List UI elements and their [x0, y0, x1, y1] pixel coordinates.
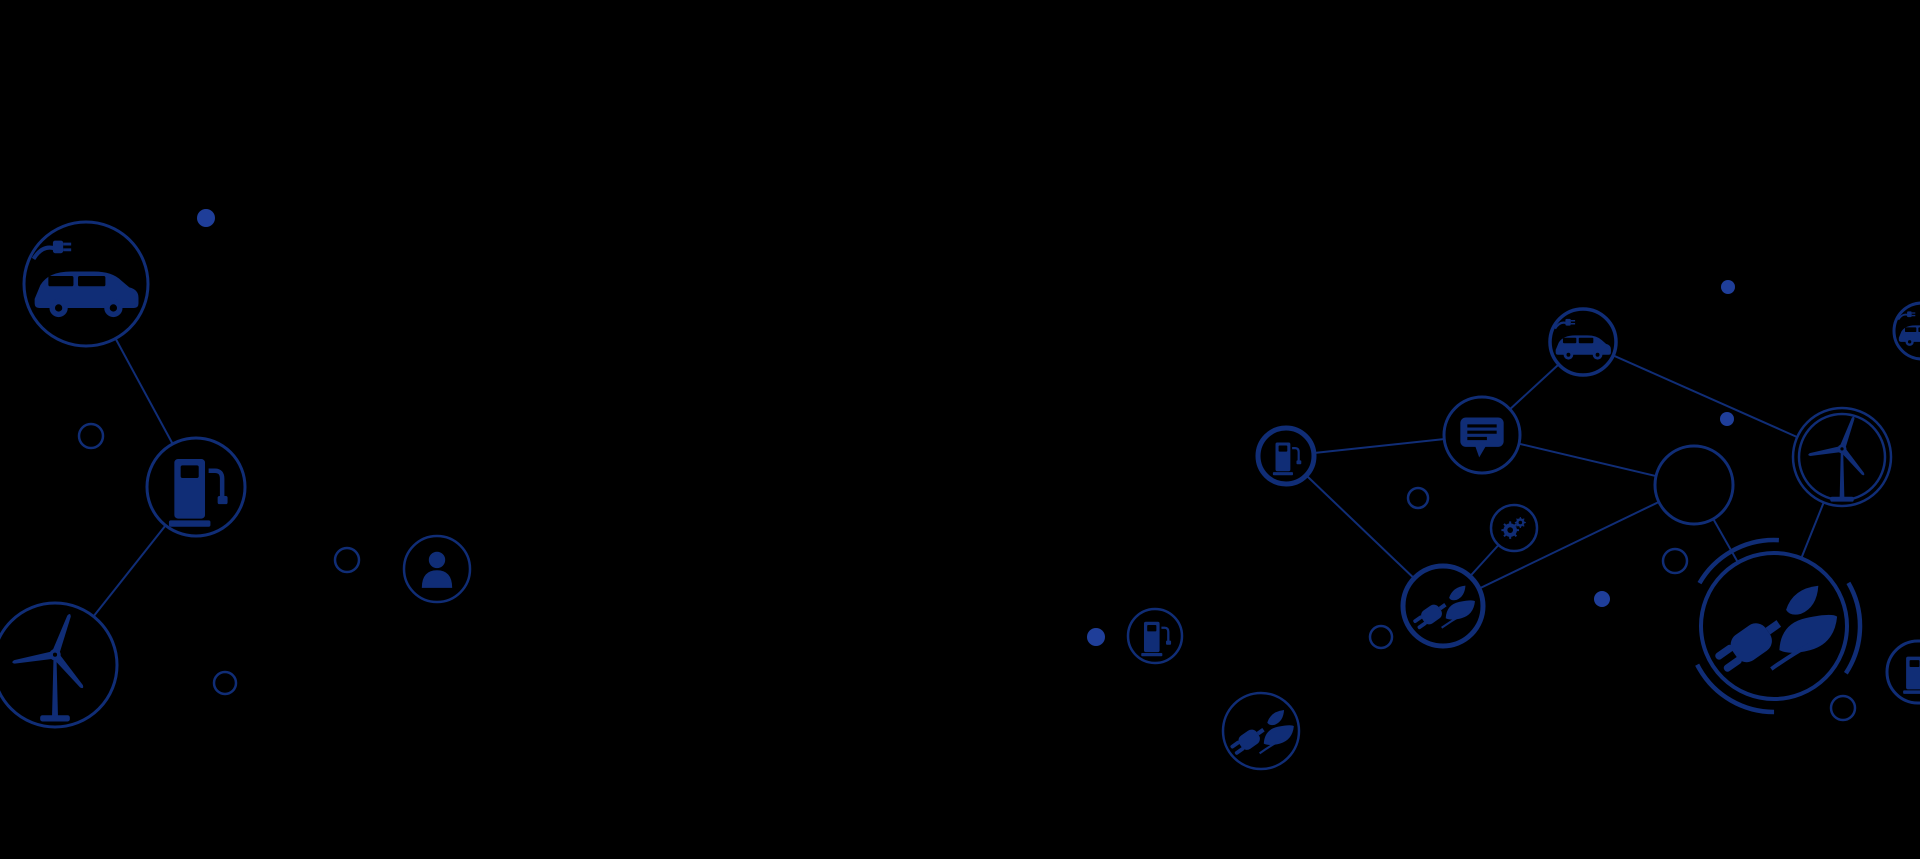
- fuel-pump-icon: [1272, 442, 1302, 476]
- wind-turbine-icon: [1808, 416, 1865, 502]
- decor-circle: [1368, 624, 1394, 650]
- decor-circle: [212, 670, 238, 696]
- decor-circle: [333, 546, 361, 574]
- connector-line: [1442, 484, 1695, 607]
- node-eco-plug-small: [1221, 691, 1301, 771]
- node-chat: [1442, 395, 1522, 475]
- node-fuel-pump-mid: [1126, 607, 1184, 665]
- node-hub-circle: [1653, 444, 1735, 526]
- plug-leaf-icon: [1715, 585, 1838, 672]
- node-ring: [0, 601, 119, 729]
- node-fuel-pump-left: [145, 436, 247, 538]
- decor-circle: [1661, 547, 1689, 575]
- node-wind-turbine-left: [0, 601, 119, 729]
- node-fuel-pump-right: [1255, 425, 1317, 487]
- decor-dot: [1594, 591, 1610, 607]
- decor-dot: [1087, 628, 1105, 646]
- decor-circle: [1829, 694, 1857, 722]
- node-edge-node-bottom: [1885, 639, 1920, 705]
- node-ev-car-right: [1548, 307, 1618, 377]
- gears-icon: [1501, 517, 1526, 539]
- node-person: [402, 534, 472, 604]
- segmented-ring: [1685, 537, 1863, 715]
- node-edge-node-top: [1892, 301, 1920, 361]
- electric-car-icon: [31, 240, 139, 318]
- node-eco-plug-mid: [1400, 563, 1486, 649]
- fuel-pump-icon: [168, 459, 228, 527]
- chat-icon: [1460, 417, 1504, 458]
- node-ring: [402, 534, 472, 604]
- fuel-pump-icon: [1903, 656, 1920, 694]
- decor-dot: [197, 209, 215, 227]
- node-ring: [1653, 444, 1735, 526]
- person-icon: [421, 551, 453, 588]
- plug-leaf-icon: [1413, 585, 1475, 630]
- fuel-pump-icon: [1141, 621, 1172, 657]
- node-gears: [1489, 503, 1539, 553]
- decor-circle: [1406, 486, 1430, 510]
- electric-car-icon: [1554, 318, 1611, 360]
- plug-leaf-icon: [1230, 710, 1294, 755]
- decor-dot: [1721, 280, 1735, 294]
- node-eco-plug-large: [1685, 537, 1863, 715]
- node-wind-turbine-right: [1791, 406, 1893, 508]
- node-ev-car-left: [22, 220, 150, 348]
- decor-circle: [77, 422, 105, 450]
- wind-turbine-icon: [12, 613, 84, 722]
- electric-car-icon: [1897, 311, 1920, 346]
- decor-dot: [1720, 412, 1734, 426]
